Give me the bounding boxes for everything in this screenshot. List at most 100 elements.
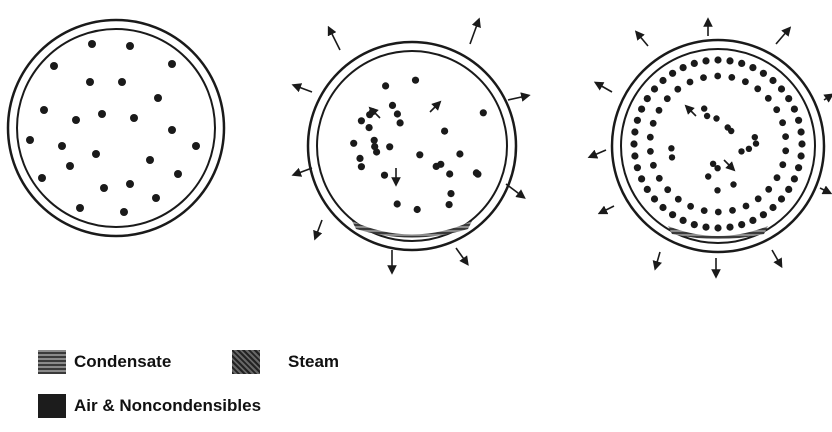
heat-arrow — [470, 22, 478, 44]
particle — [702, 224, 709, 231]
particle — [669, 154, 675, 160]
legend-condensate: Condensate — [38, 350, 171, 374]
particle — [371, 143, 378, 150]
particle — [760, 70, 767, 77]
particle — [687, 79, 694, 86]
particle — [647, 148, 654, 155]
particle — [765, 186, 772, 193]
heat-arrow — [506, 184, 522, 196]
particle — [715, 209, 722, 216]
particle — [66, 162, 74, 170]
particle — [88, 40, 96, 48]
air-swatch — [38, 394, 66, 418]
particle — [769, 204, 776, 211]
air-label: Air & Noncondensibles — [74, 396, 261, 416]
particle — [358, 163, 365, 170]
particle — [752, 134, 758, 140]
particle — [386, 143, 393, 150]
heat-arrow — [296, 168, 312, 174]
particle — [76, 204, 84, 212]
particle — [631, 128, 638, 135]
particle — [714, 56, 721, 63]
particle — [795, 117, 802, 124]
particle — [746, 146, 752, 152]
particle — [371, 137, 378, 144]
pipe-section-condensing — [296, 22, 526, 270]
heat-arrow — [296, 86, 312, 92]
pipe-section-air-accumulated — [592, 22, 830, 274]
heat-arrow — [638, 34, 648, 46]
particle — [728, 128, 734, 134]
particle — [754, 85, 761, 92]
particle — [700, 74, 707, 81]
particle — [738, 221, 745, 228]
particle — [778, 85, 785, 92]
particle — [154, 94, 162, 102]
steam-and-air-particles — [26, 40, 200, 216]
heat-arrow — [820, 188, 828, 192]
particle — [456, 150, 463, 157]
particle — [704, 113, 710, 119]
heat-arrow — [598, 84, 612, 92]
particle — [675, 196, 682, 203]
particle — [446, 201, 453, 208]
particle — [705, 173, 711, 179]
particle — [356, 155, 363, 162]
particle — [701, 105, 707, 111]
particle — [714, 224, 721, 231]
particle — [634, 164, 641, 171]
particle — [749, 217, 756, 224]
particle — [389, 102, 396, 109]
pipe-outer-wall — [8, 20, 224, 236]
particle — [782, 133, 789, 140]
particle — [638, 106, 645, 113]
particle — [50, 62, 58, 70]
particle — [779, 119, 786, 126]
particle — [650, 162, 657, 169]
particle — [412, 77, 419, 84]
particle — [726, 224, 733, 231]
particle — [100, 184, 108, 192]
particle — [394, 200, 401, 207]
particle — [765, 95, 772, 102]
particle — [120, 208, 128, 216]
particle — [798, 140, 805, 147]
steam-and-air-particles — [350, 77, 487, 214]
particle — [650, 120, 657, 127]
particle — [98, 110, 106, 118]
particle — [669, 70, 676, 77]
particle — [72, 116, 80, 124]
steam-label: Steam — [288, 352, 339, 372]
particle — [728, 74, 735, 81]
particle — [782, 147, 789, 154]
particle — [168, 126, 176, 134]
particle — [664, 186, 671, 193]
particle — [152, 194, 160, 202]
particle — [381, 172, 388, 179]
particle — [755, 195, 762, 202]
particle — [669, 211, 676, 218]
particle — [38, 174, 46, 182]
particle — [416, 151, 423, 158]
particle — [778, 195, 785, 202]
condensate-layer — [352, 221, 472, 238]
particle — [760, 211, 767, 218]
heat-arrow — [688, 108, 696, 116]
particle — [729, 207, 736, 214]
heat-arrow — [330, 30, 340, 50]
particle — [701, 207, 708, 214]
particle — [414, 206, 421, 213]
steam-swatch — [232, 350, 260, 374]
heat-arrow — [824, 96, 830, 100]
heat-arrow — [724, 160, 732, 168]
particle — [774, 174, 781, 181]
particle — [146, 156, 154, 164]
particle — [433, 163, 440, 170]
particle — [659, 77, 666, 84]
particle — [726, 57, 733, 64]
particle — [634, 117, 641, 124]
heat-arrow — [508, 96, 526, 100]
particle — [40, 106, 48, 114]
particle — [92, 150, 100, 158]
particle — [26, 136, 34, 144]
